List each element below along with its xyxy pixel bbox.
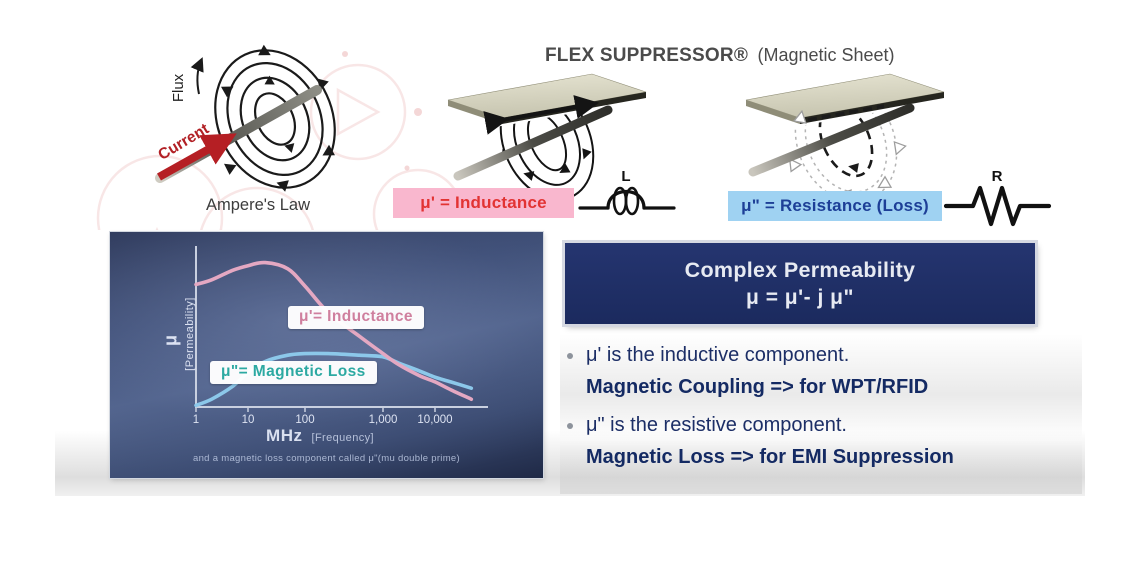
magnetic-sheet [745, 73, 945, 124]
magnetic-sheet [447, 73, 647, 124]
flux-ring-arrows [221, 44, 335, 192]
wire-rod [748, 103, 915, 177]
product-name: FLEX SUPPRESSOR® [545, 45, 749, 66]
svg-text:1,000: 1,000 [369, 414, 398, 426]
bullet-emphasis: Magnetic Loss => for EMI Suppression [586, 446, 954, 468]
svg-text:10: 10 [242, 414, 255, 426]
magnetic-sheet-diagram-solid [447, 73, 647, 203]
bullet-text: μ" is the resistive component. [586, 414, 847, 436]
svg-text:10,000: 10,000 [417, 414, 452, 426]
complex-permeability-box: Complex Permeability μ = μ'- j μ" [565, 243, 1035, 324]
slide-title: FLEX SUPPRESSOR® (Magnetic Sheet) [545, 45, 895, 67]
y-axis-symbol: μ [160, 335, 181, 347]
flux-in-sheet-line [483, 95, 600, 135]
x-axis-unit: MHz [266, 426, 303, 445]
resistor-symbol-icon: R [943, 168, 1052, 227]
bullet-text: μ' is the inductive component. [586, 344, 850, 366]
damped-loop-arrow [848, 163, 859, 173]
ampere-law-diagram: Flux Current Ampere's Law [96, 44, 455, 230]
svg-text:1: 1 [193, 414, 199, 426]
current-arrow [157, 133, 237, 181]
chart-caption: and a magnetic loss component called μ"(… [193, 453, 460, 464]
bullet-dot [567, 423, 573, 429]
complex-permeability-title: Complex Permeability [684, 257, 916, 282]
curve-label-magnetic-loss: μ"= Magnetic Loss [210, 361, 377, 384]
bullet-dot [567, 353, 573, 359]
resistance-badge: μ" = Resistance (Loss) [728, 191, 942, 221]
x-axis-label: MHz [Frequency] [170, 426, 470, 446]
bullet-item: μ' is the inductive component. Magnetic … [567, 344, 1085, 399]
inductance-badge: μ' = Inductance [393, 188, 574, 218]
inductance-badge-label: μ' = Inductance [420, 193, 547, 212]
inductor-label: L [621, 170, 630, 185]
complex-permeability-formula: μ = μ'- j μ" [746, 285, 854, 309]
inductor-symbol-icon: L [578, 170, 676, 216]
y-axis-label: [Permeability] [184, 297, 196, 371]
x-tick-labels: 1 10 100 1,000 10,000 [193, 414, 453, 426]
wire-rod [453, 105, 613, 181]
watermark-dots [342, 51, 422, 171]
flux-label: Flux [170, 73, 187, 102]
magnetic-sheet-diagram-damped [745, 73, 945, 202]
bullets-background-gradient [560, 334, 1082, 494]
resistor-label: R [992, 168, 1003, 185]
circuit-watermark [96, 63, 455, 230]
curve-label-inductance: μ'= Inductance [288, 306, 424, 329]
svg-text:100: 100 [295, 414, 314, 426]
flux-arrow [190, 57, 204, 95]
bullet-list: μ' is the inductive component. Magnetic … [567, 344, 1085, 484]
permeability-chart: 1 10 100 1,000 10,000 μ [Permeability] μ… [110, 232, 543, 478]
flux-in-sheet-line [807, 104, 885, 122]
product-subtitle: (Magnetic Sheet) [757, 45, 895, 65]
bullet-emphasis: Magnetic Coupling => for WPT/RFID [586, 376, 929, 398]
bullet-item: μ" is the resistive component. Magnetic … [567, 414, 1085, 469]
ampere-caption: Ampere's Law [206, 196, 310, 214]
resistance-badge-label: μ" = Resistance (Loss) [741, 196, 929, 215]
x-axis-quantity: [Frequency] [311, 432, 374, 444]
